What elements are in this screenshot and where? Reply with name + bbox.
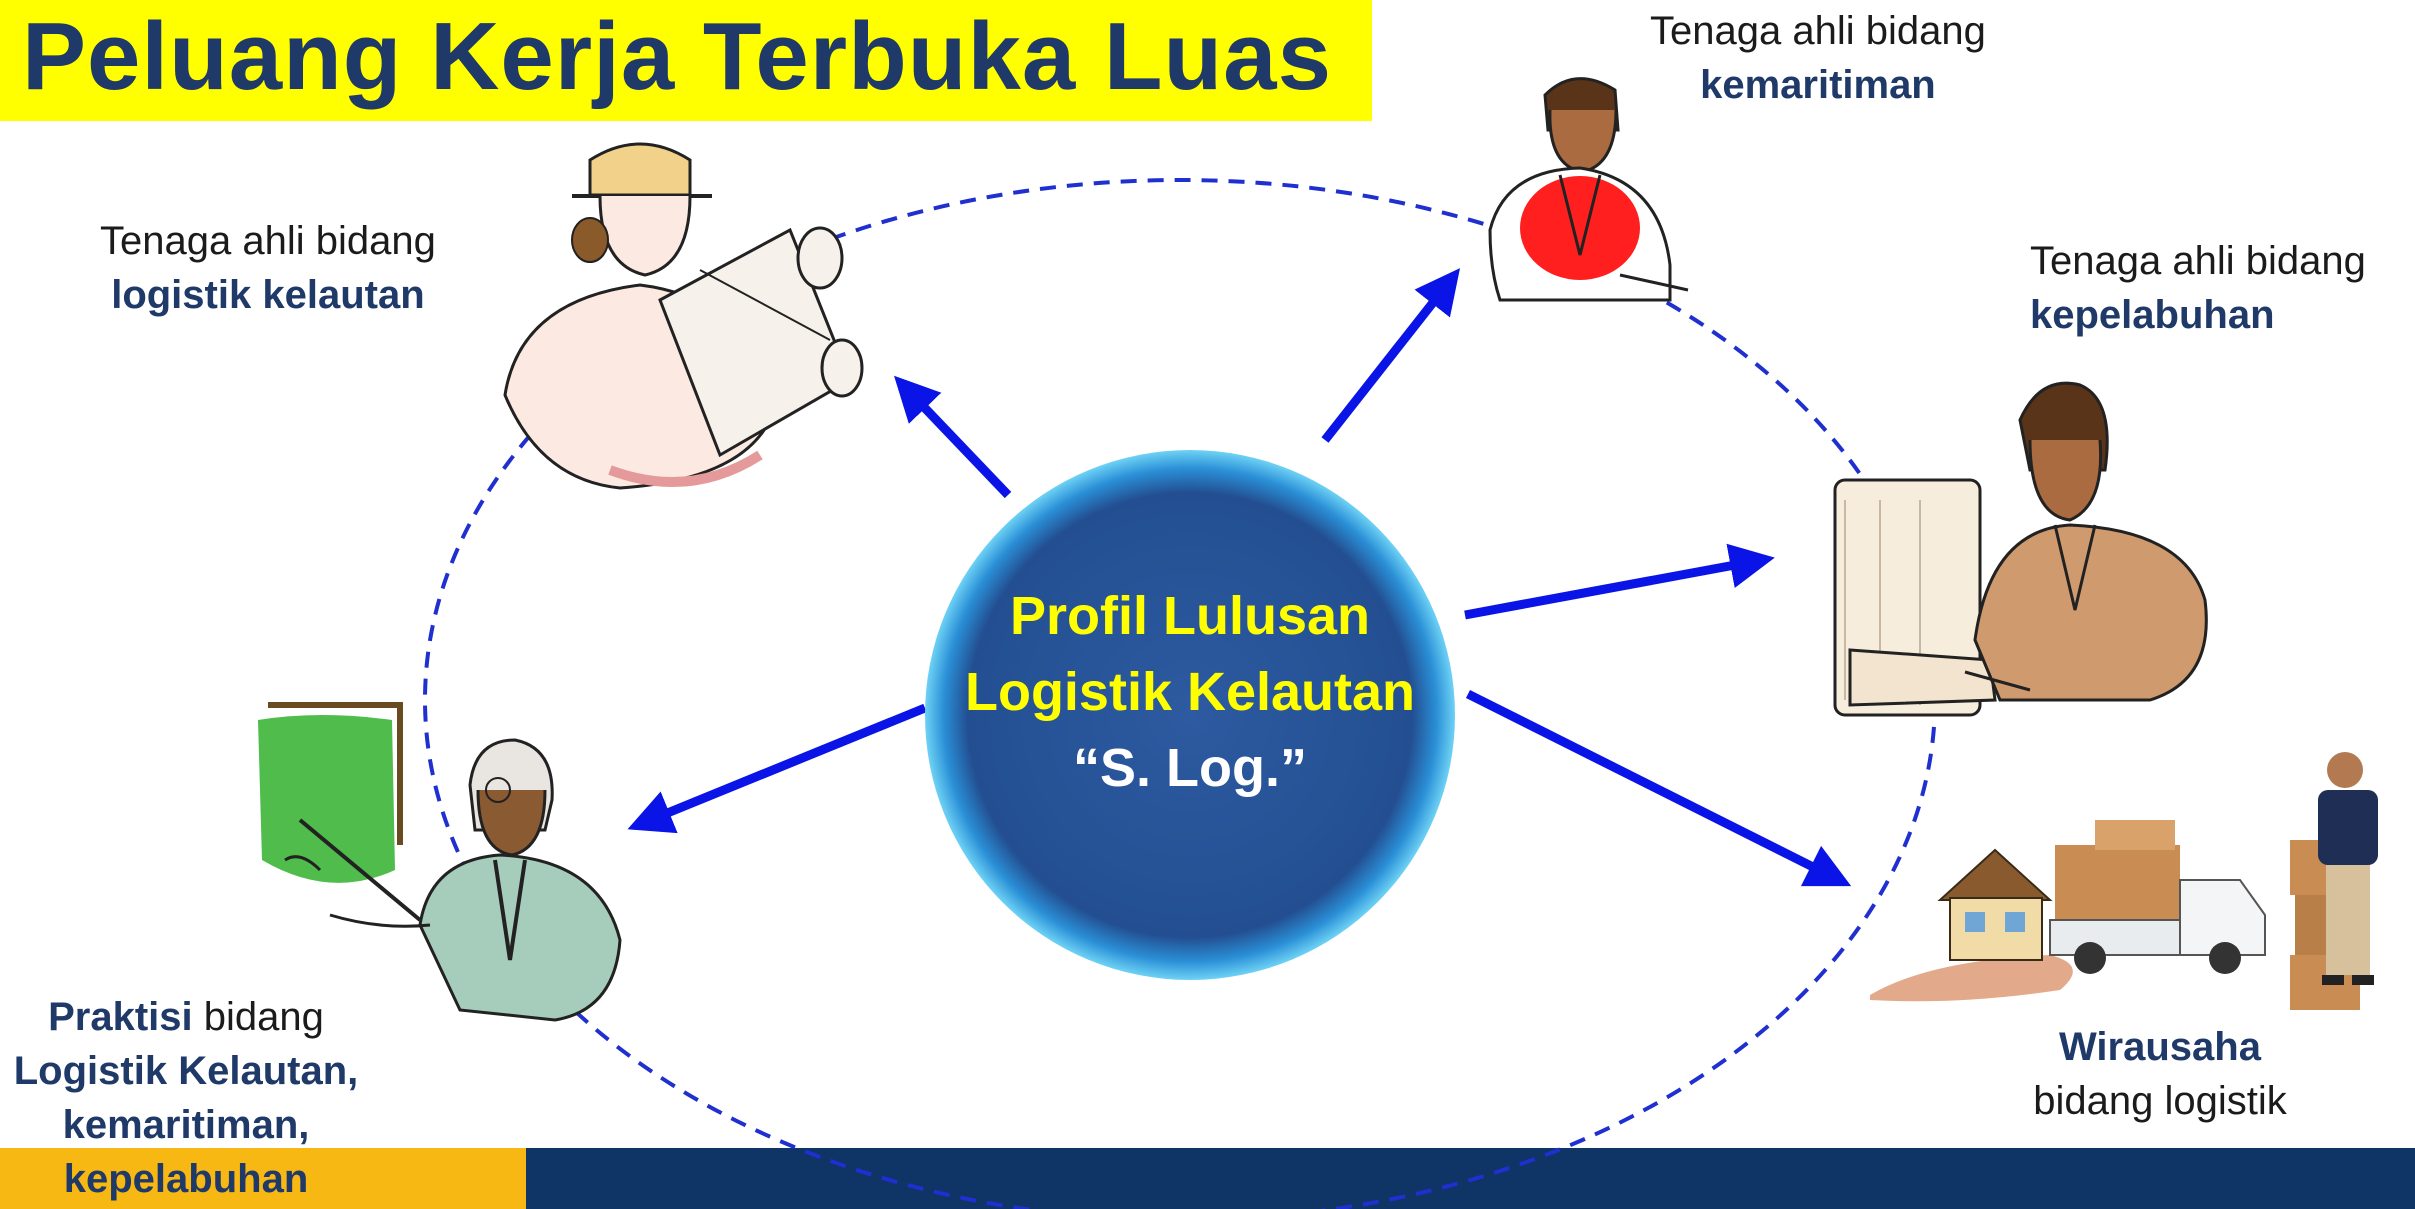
node-kemaritiman-prefix: Tenaga ahli bidang [1650,9,1986,53]
house-truck-delivery-icon [1870,752,2378,1010]
arrow-to-praktisi [627,703,927,834]
node-kepelabuhan-prefix: Tenaga ahli bidang [2030,239,2366,283]
node-logistik-prefix: Tenaga ahli bidang [100,219,436,263]
center-line-3: “S. Log.” [1073,738,1307,798]
center-line-1: Profil Lulusan [1009,586,1371,646]
footer-gold-bar [0,1148,526,1209]
node-kepelabuhan-label: Tenaga ahli bidang kepelabuhan [2030,234,2366,342]
node-praktisi-line3: kemaritiman, [62,1103,310,1147]
teacher-with-board-icon [258,702,622,1022]
center-line-2: Logistik Kelautan [964,662,1416,722]
center-circle [925,450,1455,980]
engineer-with-blueprint-icon [503,142,864,490]
node-kepelabuhan-field: kepelabuhan [2030,293,2275,337]
node-logistik-field: logistik kelautan [111,273,425,317]
man-at-computer-icon [1833,381,2208,717]
node-logistik-label: Tenaga ahli bidang logistik kelautan [100,214,436,322]
node-praktisi-line4: kepelabuhan [63,1157,309,1201]
node-wirausaha-role: Wirausaha [2059,1025,2261,1069]
arrow-to-logistik [894,375,1012,499]
node-praktisi-suffix: bidang [192,995,324,1039]
node-wirausaha-line2: bidang logistik [2033,1079,2287,1123]
node-praktisi-line2: Logistik Kelautan, [13,1049,359,1093]
title-banner [0,0,1372,121]
arrow-to-kepelabuhan [1464,543,1775,620]
arrow-to-wirausaha [1465,689,1852,887]
page-title: Peluang Kerja Terbuka Luas [22,3,1332,110]
node-kemaritiman-field: kemaritiman [1700,63,1936,107]
node-kemaritiman-label: Tenaga ahli bidang kemaritiman [1650,4,1986,112]
center-profile-label: Profil Lulusan Logistik Kelautan “S. Log… [929,578,1451,806]
node-praktisi-role: Praktisi [48,995,193,1039]
businessman-with-red-shirt-icon [1488,77,1689,302]
node-wirausaha-label: Wirausaha bidang logistik [2010,1020,2310,1128]
arrow-to-kemaritiman [1321,268,1461,443]
node-praktisi-label: Praktisi bidang Logistik Kelautan, kemar… [0,990,372,1206]
